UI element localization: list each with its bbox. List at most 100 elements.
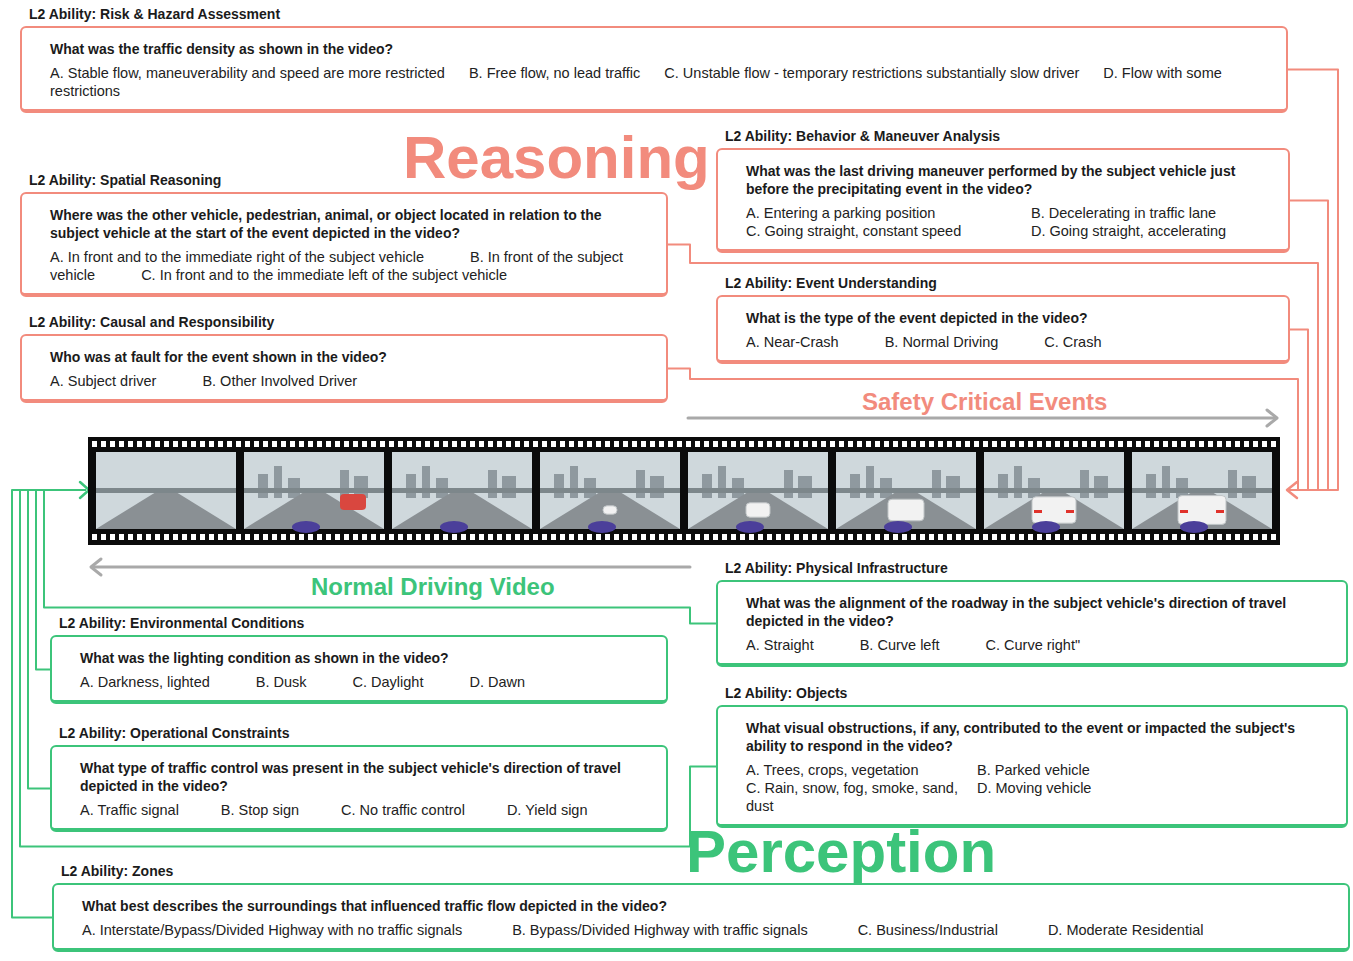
sprocket-hole — [515, 441, 520, 447]
answer-option: C. Crash — [1044, 334, 1101, 350]
question-box: L2 Ability: Causal and ResponsibilityWho… — [20, 334, 668, 403]
answer-option: A. Stable flow, maneuverability and spee… — [50, 65, 445, 81]
sprocket-hole — [263, 441, 268, 447]
sprocket-hole — [290, 441, 295, 447]
sky — [540, 452, 680, 529]
sprocket-hole — [119, 441, 124, 447]
sprocket-hole — [1046, 441, 1051, 447]
sprocket-hole — [1226, 534, 1231, 540]
sprocket-hole — [992, 441, 997, 447]
sprocket-hole — [101, 441, 106, 447]
sprocket-hole — [731, 441, 736, 447]
sprocket-hole — [506, 441, 511, 447]
sprocket-hole — [632, 441, 637, 447]
question-text: What was the traffic density as shown in… — [50, 40, 1268, 58]
sprocket-hole — [182, 441, 187, 447]
sprocket-hole — [227, 534, 232, 540]
question-box: L2 Ability: Environmental ConditionsWhat… — [50, 635, 668, 704]
sprocket-hole — [1199, 441, 1204, 447]
building — [422, 466, 430, 498]
sprocket-hole — [272, 441, 277, 447]
answer-option: C. No traffic control — [341, 802, 465, 818]
overpass — [540, 488, 680, 493]
sprocket-hole — [911, 441, 916, 447]
sprocket-hole — [632, 534, 637, 540]
sprocket-hole — [209, 441, 214, 447]
option-list: A. Stable flow, maneuverability and spee… — [50, 64, 1268, 100]
answer-option: A. Interstate/Bypass/Divided Highway wit… — [82, 922, 462, 938]
sprocket-hole — [173, 534, 178, 540]
sprocket-hole — [299, 534, 304, 540]
sprocket-hole — [452, 534, 457, 540]
brake-light — [1066, 510, 1074, 513]
sprocket-hole — [191, 441, 196, 447]
sprocket-hole — [155, 534, 160, 540]
answer-option: C. Rain, snow, fog, smoke, sand, dust — [746, 779, 977, 815]
sprocket-hole — [722, 534, 727, 540]
question-box: L2 Ability: Event UnderstandingWhat is t… — [716, 295, 1290, 364]
sprocket-hole — [821, 534, 826, 540]
answer-option: C. Unstable flow - temporary restriction… — [664, 65, 1079, 81]
sprocket-hole — [650, 534, 655, 540]
option-list: A. Traffic signalB. Stop signC. No traff… — [80, 801, 648, 819]
answer-option: C. In front and to the immediate left of… — [141, 267, 507, 283]
sprocket-hole — [1019, 534, 1024, 540]
building — [1162, 466, 1170, 498]
sprocket-hole — [713, 441, 718, 447]
sprocket-hole — [578, 441, 583, 447]
sprocket-hole — [92, 441, 97, 447]
building — [650, 476, 664, 498]
building — [1014, 466, 1022, 498]
building — [502, 476, 516, 498]
sprocket-hole — [902, 441, 907, 447]
sprocket-hole — [1271, 534, 1276, 540]
sprocket-hole — [713, 534, 718, 540]
sprocket-hole — [335, 441, 340, 447]
sprocket-hole — [479, 534, 484, 540]
sprocket-hole — [623, 534, 628, 540]
ability-heading: L2 Ability: Spatial Reasoning — [29, 172, 221, 188]
sprocket-hole — [659, 441, 664, 447]
option-list: A. Darkness, lightedB. DuskC. DaylightD.… — [80, 673, 648, 691]
ability-heading: L2 Ability: Risk & Hazard Assessment — [29, 6, 280, 22]
sprocket-hole — [1082, 534, 1087, 540]
option-list: A. StraightB. Curve leftC. Curve right" — [746, 636, 1328, 654]
brake-light — [1034, 510, 1042, 513]
question-box: L2 Ability: Behavior & Maneuver Analysis… — [716, 148, 1290, 253]
sprocket-hole — [974, 534, 979, 540]
sprocket-hole — [209, 534, 214, 540]
sprocket-hole — [434, 441, 439, 447]
sprocket-hole — [443, 534, 448, 540]
overpass — [836, 488, 976, 493]
sprocket-hole — [569, 534, 574, 540]
question-text: What was the lighting condition as shown… — [80, 649, 648, 667]
building — [1094, 476, 1108, 498]
film-base — [88, 437, 1280, 545]
sprocket-hole — [731, 534, 736, 540]
sprocket-hole — [236, 534, 241, 540]
sprocket-hole — [1262, 441, 1267, 447]
sprocket-hole — [920, 441, 925, 447]
sprocket-hole — [1154, 534, 1159, 540]
sprocket-hole — [245, 534, 250, 540]
sprocket-hole — [812, 441, 817, 447]
sprocket-hole — [137, 441, 142, 447]
sprocket-hole — [155, 441, 160, 447]
sprocket-hole — [785, 534, 790, 540]
sprocket-hole — [434, 534, 439, 540]
sprocket-hole — [740, 534, 745, 540]
answer-option: C. Daylight — [353, 674, 424, 690]
sprocket-hole — [749, 534, 754, 540]
sprocket-hole — [1001, 534, 1006, 540]
sprocket-hole — [596, 534, 601, 540]
answer-option: D. Yield sign — [507, 802, 588, 818]
sprocket-hole — [182, 534, 187, 540]
sprocket-hole — [128, 441, 133, 447]
sprocket-hole — [551, 441, 556, 447]
sprocket-hole — [587, 441, 592, 447]
sprocket-hole — [929, 534, 934, 540]
sprocket-hole — [911, 534, 916, 540]
sprocket-hole — [371, 441, 376, 447]
video-frame — [96, 452, 236, 529]
sprocket-hole — [1064, 534, 1069, 540]
